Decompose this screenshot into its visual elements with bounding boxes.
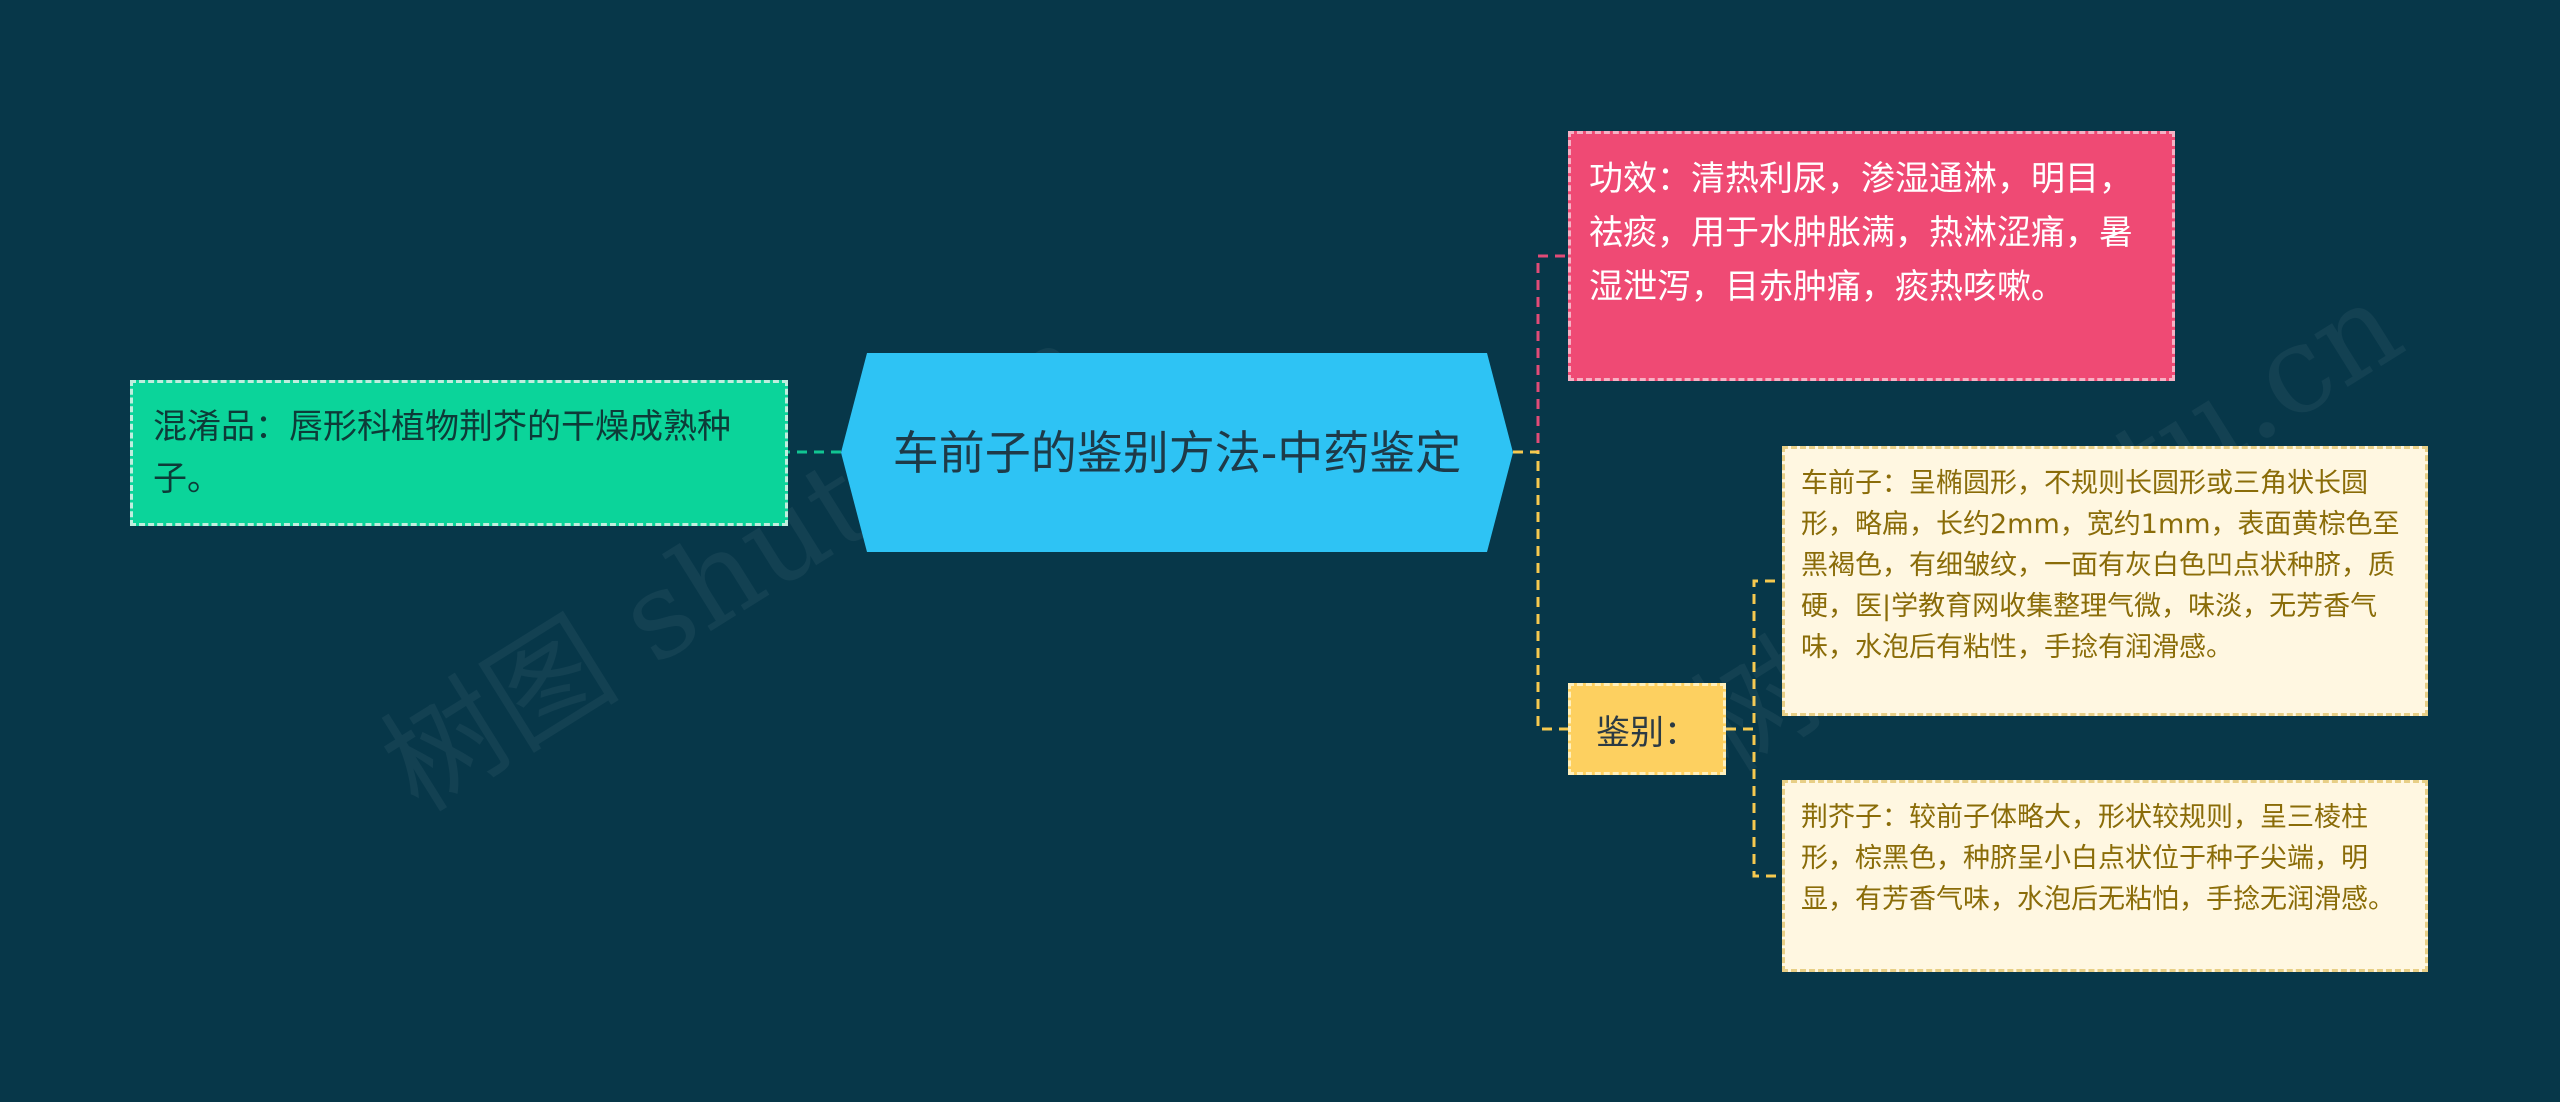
- desc-node-jingjiezi[interactable]: 荆芥子：较前子体略大，形状较规则，呈三棱柱形，棕黑色，种脐呈小白点状位于种子尖端…: [1782, 780, 2428, 972]
- link-center-effect: [1513, 254, 1568, 454]
- desc-node-label: 车前子：呈椭圆形，不规则长圆形或三角状长圆形，略扁，长约2mm，宽约1mm，表面…: [1801, 468, 2400, 663]
- left-node-label: 混淆品：唇形科植物荆芥的干燥成熟种子。: [153, 407, 731, 499]
- link-ident-desc2: [1726, 727, 1782, 878]
- effect-node-label: 功效：清热利尿，渗湿通淋，明目，祛痰，用于水肿胀满，热淋涩痛，暑湿泄泻，目赤肿痛…: [1589, 159, 2133, 307]
- center-topic-label: 车前子的鉴别方法-中药鉴定: [892, 425, 1462, 480]
- center-topic[interactable]: 车前子的鉴别方法-中药鉴定: [841, 353, 1513, 552]
- link-center-ident: [1513, 450, 1568, 731]
- desc-node-label: 荆芥子：较前子体略大，形状较规则，呈三棱柱形，棕黑色，种脐呈小白点状位于种子尖端…: [1801, 802, 2395, 915]
- left-node-confusable[interactable]: 混淆品：唇形科植物荆芥的干燥成熟种子。: [130, 380, 788, 526]
- effect-node[interactable]: 功效：清热利尿，渗湿通淋，明目，祛痰，用于水肿胀满，热淋涩痛，暑湿泄泻，目赤肿痛…: [1568, 131, 2175, 381]
- ident-node-label: 鉴别：: [1596, 712, 1698, 753]
- ident-node[interactable]: 鉴别：: [1568, 683, 1726, 775]
- link-ident-desc1: [1726, 579, 1782, 731]
- desc-node-cheqianzi[interactable]: 车前子：呈椭圆形，不规则长圆形或三角状长圆形，略扁，长约2mm，宽约1mm，表面…: [1782, 446, 2428, 716]
